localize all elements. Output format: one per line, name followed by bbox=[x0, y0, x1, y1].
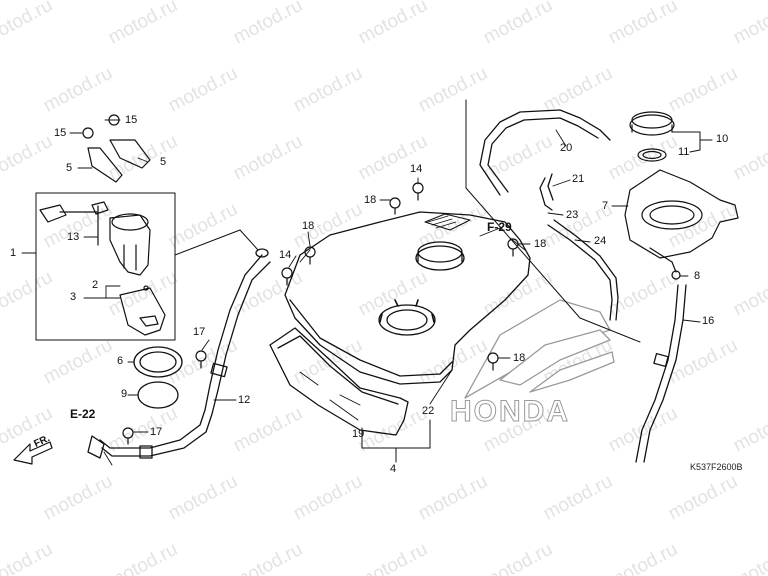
ref-label-e22: E-22 bbox=[70, 407, 96, 421]
callout-5b: 5 bbox=[66, 162, 73, 174]
group-bracket-4 bbox=[361, 419, 431, 463]
fuel-cap-assembly bbox=[624, 111, 739, 273]
fuel-pump-unit bbox=[39, 201, 151, 276]
callout-16: 16 bbox=[702, 315, 715, 327]
callout-9: 9 bbox=[121, 388, 128, 400]
callout-12: 12 bbox=[238, 394, 251, 406]
breather-tubes bbox=[479, 109, 687, 463]
callout-23: 23 bbox=[566, 209, 579, 221]
callout-17a: 17 bbox=[193, 326, 206, 338]
tank-under-cover bbox=[269, 327, 409, 436]
callout-15b: 15 bbox=[54, 127, 67, 139]
callout-18d: 18 bbox=[513, 352, 526, 364]
honda-wing-logo bbox=[464, 299, 615, 399]
callout-20: 20 bbox=[560, 142, 573, 154]
callout-1: 1 bbox=[10, 247, 17, 259]
ref-label-f29: F-29 bbox=[487, 220, 512, 234]
callout-22: 22 bbox=[422, 405, 435, 417]
fuel-feed-hose bbox=[87, 248, 271, 459]
callout-10: 10 bbox=[716, 133, 729, 145]
callout-18c: 18 bbox=[534, 238, 547, 250]
bracket-10 bbox=[671, 131, 713, 153]
diagram-code: K537F2600B bbox=[690, 462, 743, 472]
fuel-strainer bbox=[119, 287, 166, 336]
callout-21: 21 bbox=[572, 173, 585, 185]
callout-14b: 14 bbox=[279, 249, 292, 261]
callout-18a: 18 bbox=[364, 194, 377, 206]
callout-18b: 18 bbox=[302, 220, 315, 232]
group-bracket-1 bbox=[21, 192, 259, 341]
callout-leaders bbox=[69, 119, 701, 466]
front-direction-arrow bbox=[13, 441, 53, 465]
callout-19: 19 bbox=[352, 428, 365, 440]
fuel-tank bbox=[284, 211, 531, 385]
callout-7: 7 bbox=[602, 200, 609, 212]
callout-8: 8 bbox=[694, 270, 701, 282]
callout-17b: 17 bbox=[150, 426, 163, 438]
callout-13: 13 bbox=[67, 231, 80, 243]
honda-logo-text: HONDA bbox=[450, 395, 570, 429]
fuel-line-divider bbox=[465, 99, 641, 343]
pump-bracket bbox=[82, 114, 151, 183]
callout-5a: 5 bbox=[160, 156, 167, 168]
callout-3: 3 bbox=[70, 291, 77, 303]
callout-2: 2 bbox=[92, 279, 99, 291]
callout-6: 6 bbox=[117, 355, 124, 367]
callout-11: 11 bbox=[678, 146, 690, 158]
callout-14a: 14 bbox=[410, 163, 423, 175]
packing-rings bbox=[133, 346, 183, 409]
callout-4: 4 bbox=[390, 463, 397, 475]
callout-24: 24 bbox=[594, 235, 607, 247]
callout-15a: 15 bbox=[125, 114, 138, 126]
